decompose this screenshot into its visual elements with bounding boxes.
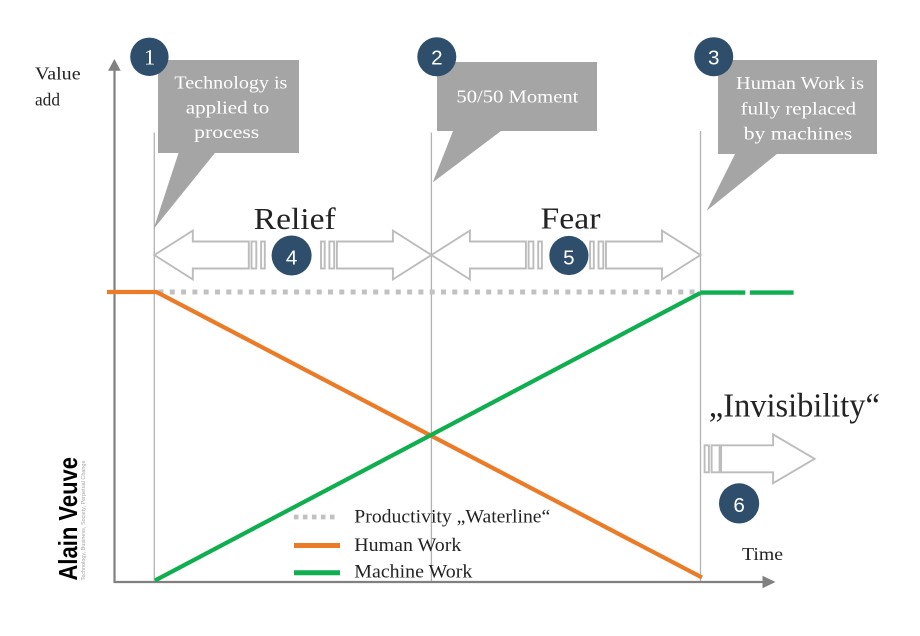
svg-text:Fear: Fear [541, 201, 602, 236]
svg-text:4: 4 [286, 247, 297, 270]
svg-text:by machines: by machines [744, 123, 853, 143]
svg-text:Technology is: Technology is [174, 73, 287, 93]
svg-text:Technology, Business, Society,: Technology, Business, Society, Perpetual… [81, 460, 87, 580]
svg-text:3: 3 [708, 47, 719, 70]
svg-text:Productivity „Waterline“: Productivity „Waterline“ [354, 507, 550, 528]
svg-text:process: process [194, 122, 259, 142]
svg-text:Time: Time [742, 544, 783, 564]
svg-text:add: add [35, 90, 60, 110]
svg-text:applied to: applied to [186, 97, 270, 117]
svg-text:Human Work: Human Work [354, 535, 462, 556]
svg-text:5: 5 [563, 247, 574, 270]
svg-text:Relief: Relief [254, 201, 337, 236]
svg-text:Value: Value [35, 64, 81, 84]
svg-text:„Invisibility“: „Invisibility“ [709, 388, 880, 425]
svg-text:Alain Veuve: Alain Veuve [53, 457, 83, 581]
svg-text:Human Work is: Human Work is [736, 73, 864, 93]
svg-text:Machine Work: Machine Work [354, 562, 473, 583]
svg-text:6: 6 [733, 494, 744, 517]
svg-text:1: 1 [144, 45, 155, 70]
svg-text:fully replaced: fully replaced [741, 98, 856, 118]
svg-text:50/50 Moment: 50/50 Moment [456, 87, 578, 107]
svg-text:2: 2 [431, 47, 442, 70]
